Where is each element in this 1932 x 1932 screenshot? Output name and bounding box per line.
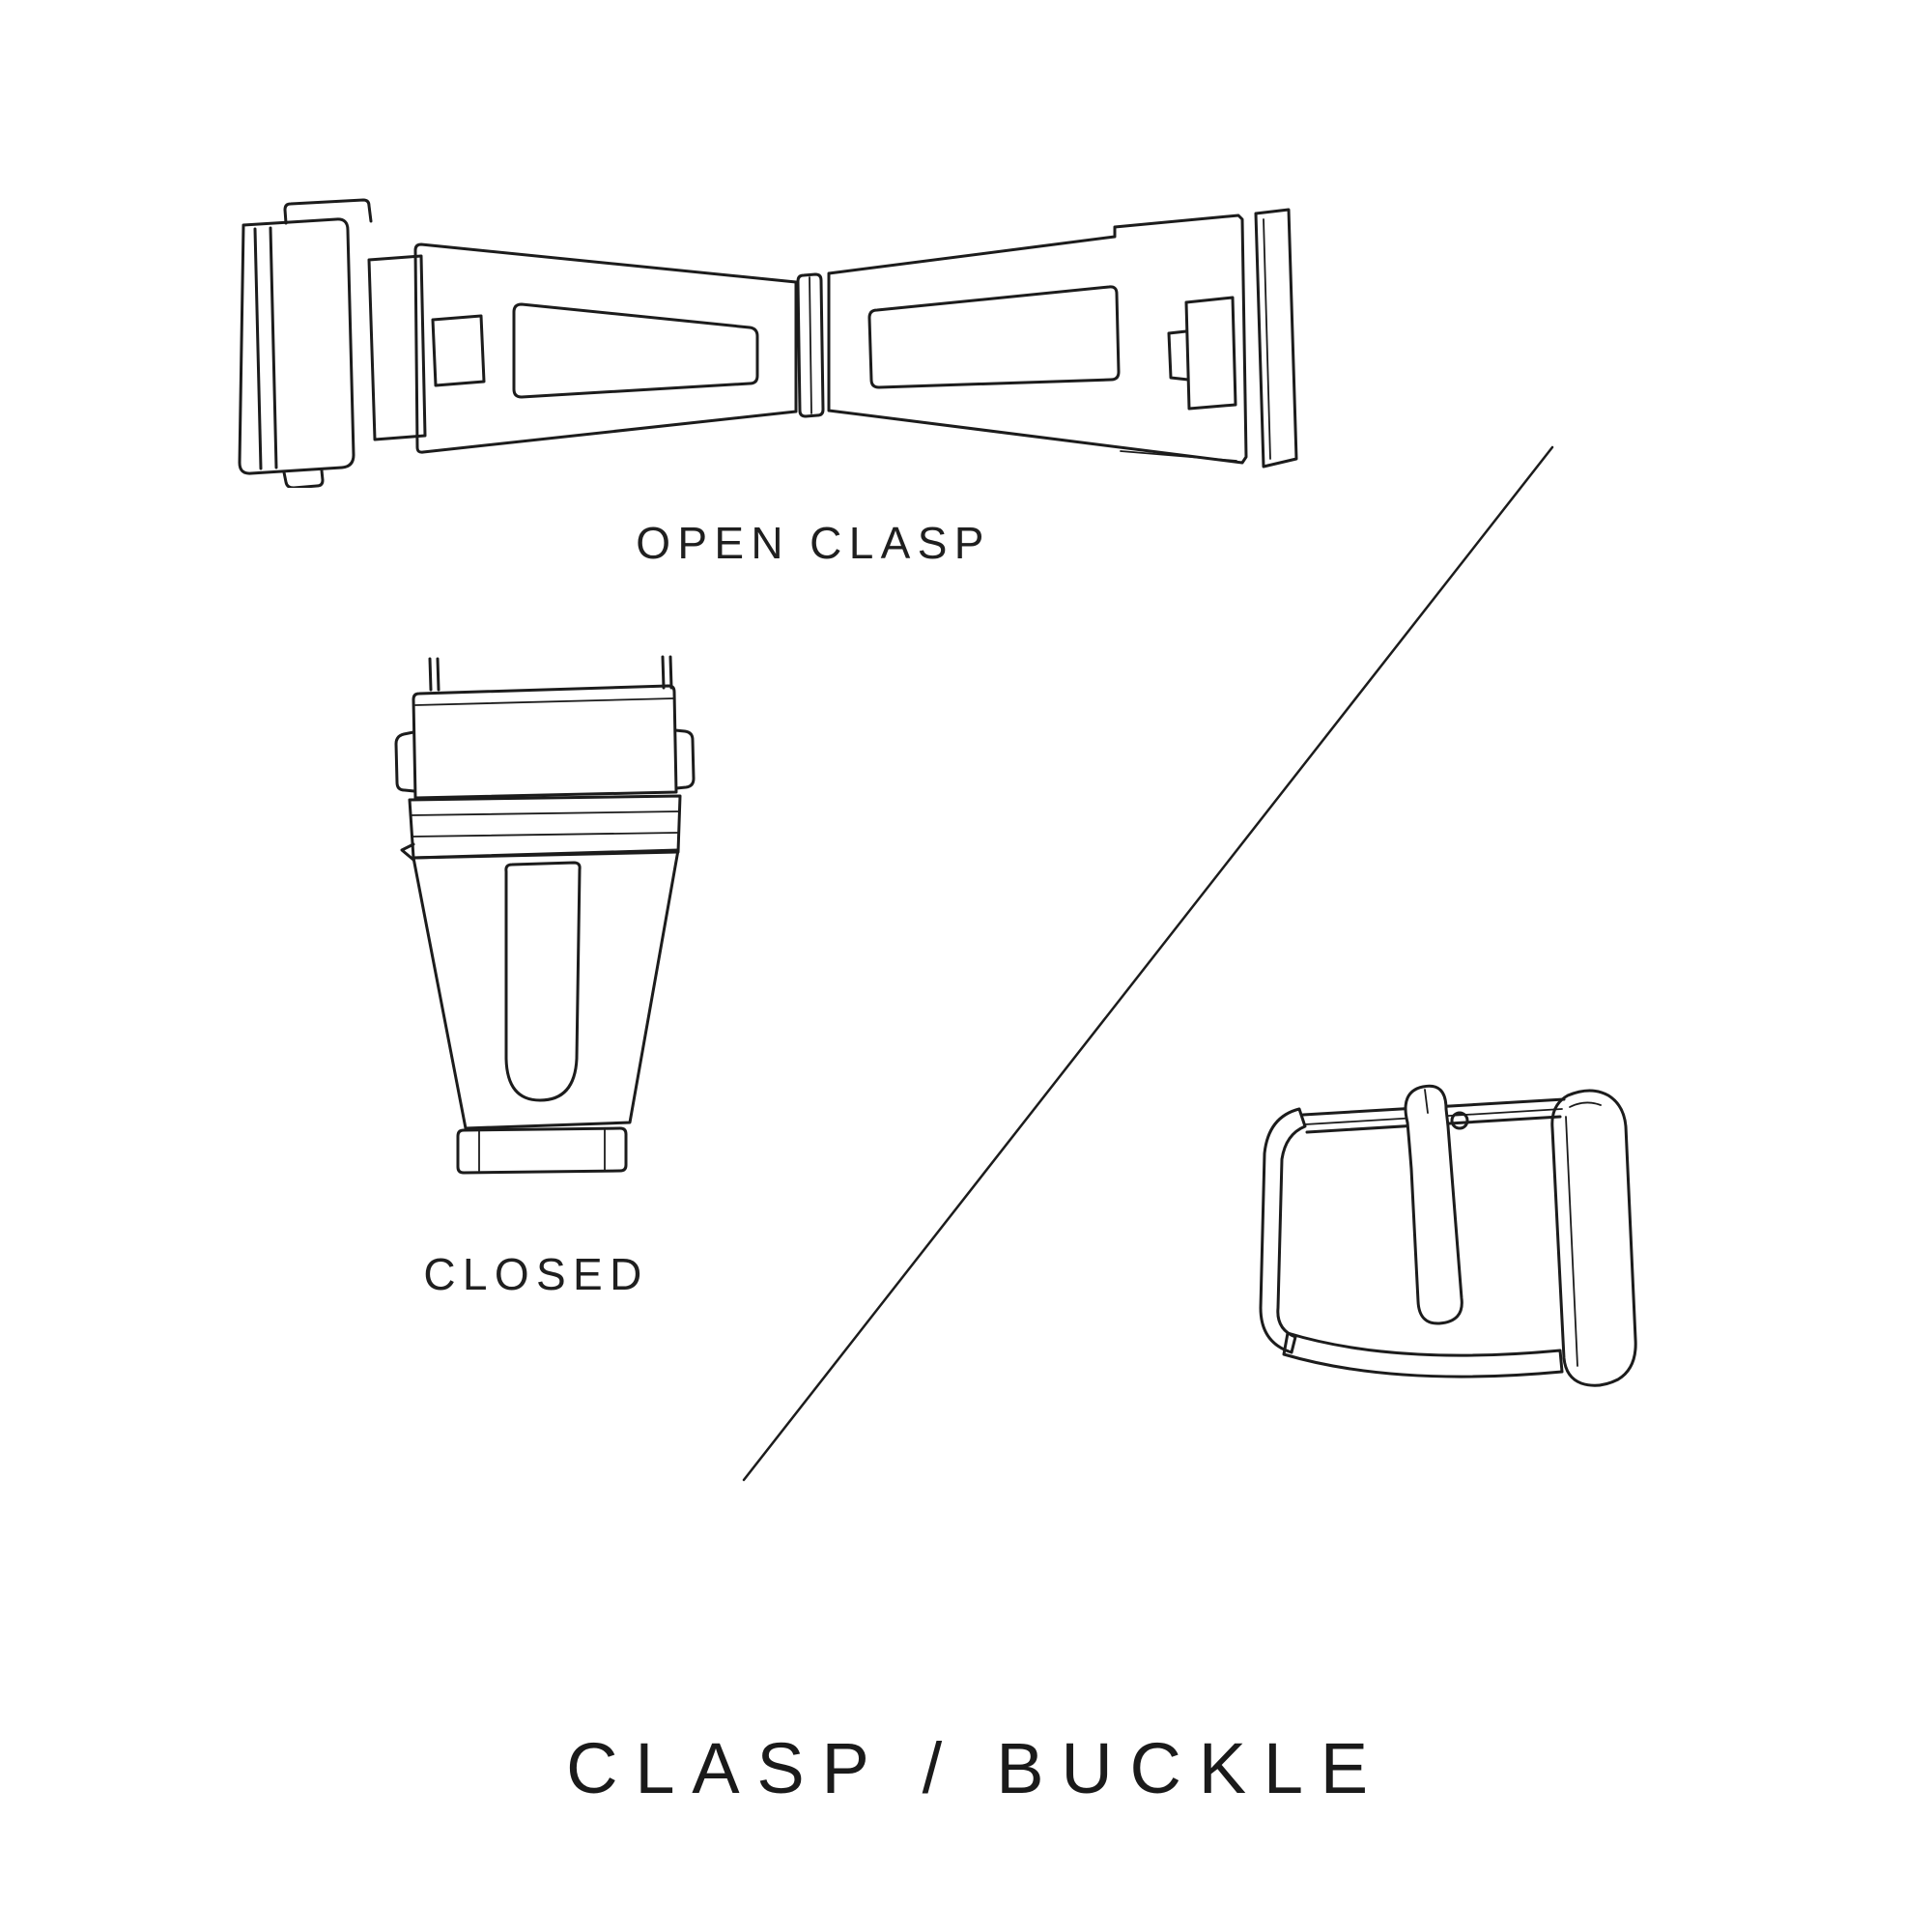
open-clasp-right-arm	[827, 213, 1248, 465]
open-clasp-left-arm	[367, 242, 798, 454]
closed-clasp-top-plate	[394, 684, 696, 800]
closed-clasp-label: CLOSED	[423, 1249, 649, 1299]
open-clasp-end-cap	[1254, 208, 1298, 469]
closed-clasp-bottom-cap	[456, 1126, 628, 1175]
open-clasp-label: OPEN CLASP	[636, 518, 991, 568]
diagonal-divider-line	[742, 445, 1554, 1482]
closed-clasp-illustration	[394, 655, 696, 1175]
open-clasp-left-link	[238, 198, 373, 488]
open-clasp-hinge	[796, 272, 825, 418]
open-clasp-illustration	[238, 198, 1298, 488]
closed-clasp-body	[412, 848, 680, 1130]
tang-buckle-illustration	[1259, 1084, 1637, 1387]
closed-clasp-prongs	[428, 655, 673, 692]
page-title: CLASP / BUCKLE	[566, 1728, 1385, 1808]
buckle-tang-pin	[1404, 1084, 1469, 1325]
